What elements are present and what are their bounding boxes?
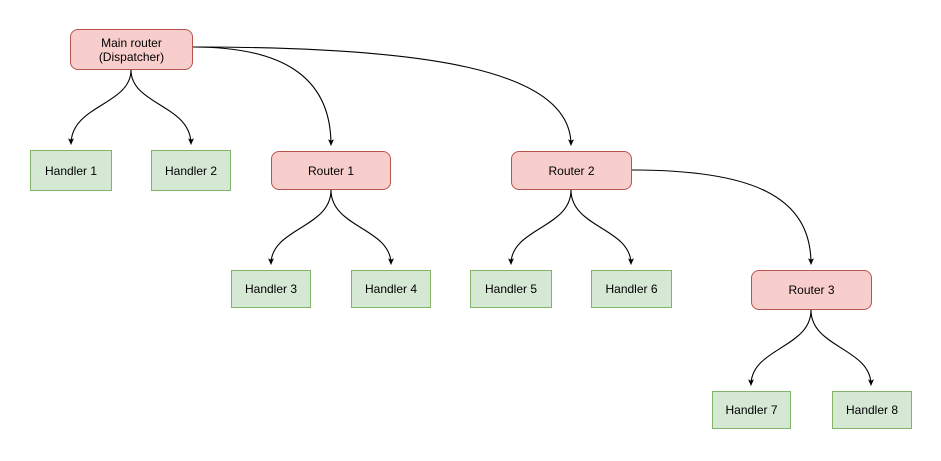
edge-connector	[748, 309, 812, 386]
node-label-handler-8: Handler 8	[845, 403, 899, 417]
node-main-router[interactable]: Main router (Dispatcher)	[70, 29, 193, 70]
edge-connector	[130, 69, 194, 145]
node-label-handler-1: Handler 1	[44, 163, 98, 178]
edge-connector	[192, 46, 574, 146]
node-handler-4[interactable]: Handler 4	[351, 270, 431, 308]
node-label-router-2: Router 2	[548, 163, 595, 178]
edge-connector	[810, 309, 874, 386]
node-handler-8[interactable]: Handler 8	[832, 391, 912, 429]
node-label-handler-4: Handler 4	[364, 282, 418, 296]
node-label-handler-3: Handler 3	[244, 282, 298, 296]
node-handler-5[interactable]: Handler 5	[470, 270, 552, 308]
edge-connector	[268, 189, 332, 265]
edge-connector	[330, 189, 394, 265]
node-handler-7[interactable]: Handler 7	[712, 391, 791, 429]
node-handler-2[interactable]: Handler 2	[151, 150, 231, 191]
node-label-handler-5: Handler 5	[484, 282, 538, 296]
node-label-router-1: Router 1	[307, 163, 355, 178]
node-label-handler-6: Handler 6	[605, 282, 658, 296]
node-label-handler-2: Handler 2	[164, 163, 218, 178]
node-handler-3[interactable]: Handler 3	[231, 270, 311, 308]
node-label-router-3: Router 3	[788, 283, 835, 297]
edge-connector	[570, 189, 634, 265]
edge-connector	[192, 46, 334, 146]
node-router-2[interactable]: Router 2	[511, 151, 632, 190]
node-label-main-router: Main router (Dispatcher)	[98, 35, 165, 64]
diagram-edges	[68, 46, 874, 386]
node-router-3[interactable]: Router 3	[751, 270, 872, 310]
edge-connector	[508, 189, 572, 265]
node-handler-1[interactable]: Handler 1	[30, 150, 112, 191]
node-handler-6[interactable]: Handler 6	[591, 270, 672, 308]
node-router-1[interactable]: Router 1	[271, 151, 391, 190]
edge-connector	[631, 169, 814, 265]
node-label-handler-7: Handler 7	[725, 403, 778, 417]
edge-connector	[68, 69, 132, 145]
